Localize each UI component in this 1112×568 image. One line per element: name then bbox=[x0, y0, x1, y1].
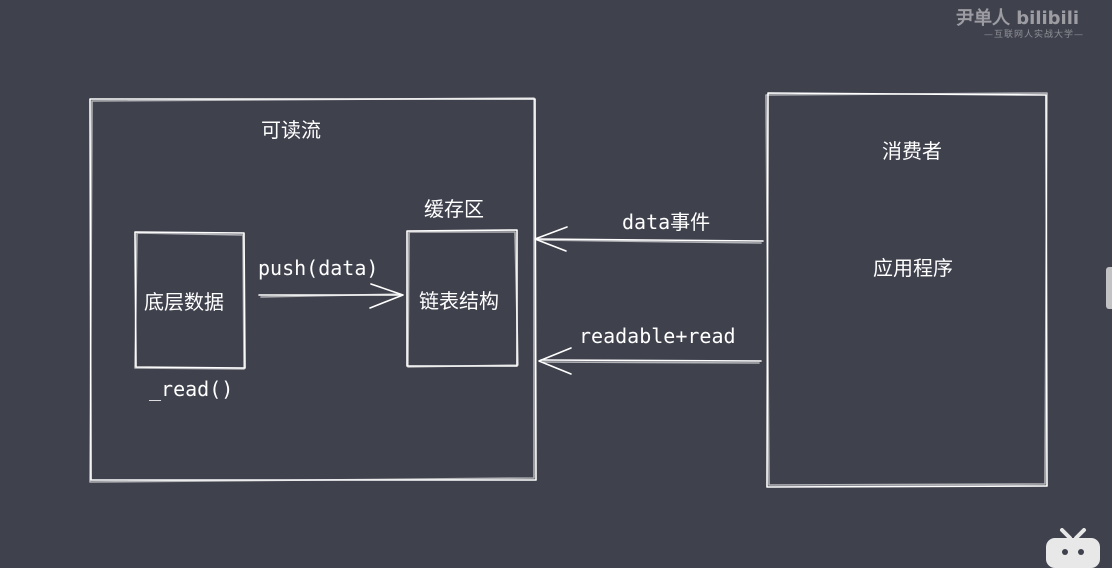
readable-stream-title: 可读流 bbox=[261, 118, 321, 142]
source-data-box bbox=[134, 231, 246, 370]
push-data-label: push(data) bbox=[258, 256, 379, 280]
watermark-main: 尹单人 bilibili bbox=[956, 8, 1080, 29]
buffer-box bbox=[406, 229, 519, 368]
data-event-arrow bbox=[534, 226, 764, 252]
side-panel-tab[interactable] bbox=[1106, 267, 1112, 309]
buffer-label: 链表结构 bbox=[419, 289, 499, 313]
push-arrow bbox=[258, 283, 404, 309]
readable-read-arrow bbox=[538, 347, 762, 375]
readable-stream-box bbox=[89, 97, 537, 483]
readable-read-label: readable+read bbox=[579, 324, 736, 348]
consumer-label: 应用程序 bbox=[873, 256, 953, 280]
read-method-label: _read() bbox=[149, 377, 234, 401]
consumer-title: 消费者 bbox=[882, 139, 942, 163]
watermark-sub: —互联网人实战大学— bbox=[984, 30, 1085, 40]
buffer-title: 缓存区 bbox=[424, 197, 484, 221]
consumer-box bbox=[765, 92, 1048, 488]
watermark: 尹单人 bilibili —互联网人实战大学— bbox=[956, 0, 1106, 40]
tv-logo-icon[interactable] bbox=[1042, 528, 1104, 568]
data-event-label: data事件 bbox=[622, 210, 711, 234]
source-data-label: 底层数据 bbox=[144, 290, 224, 314]
